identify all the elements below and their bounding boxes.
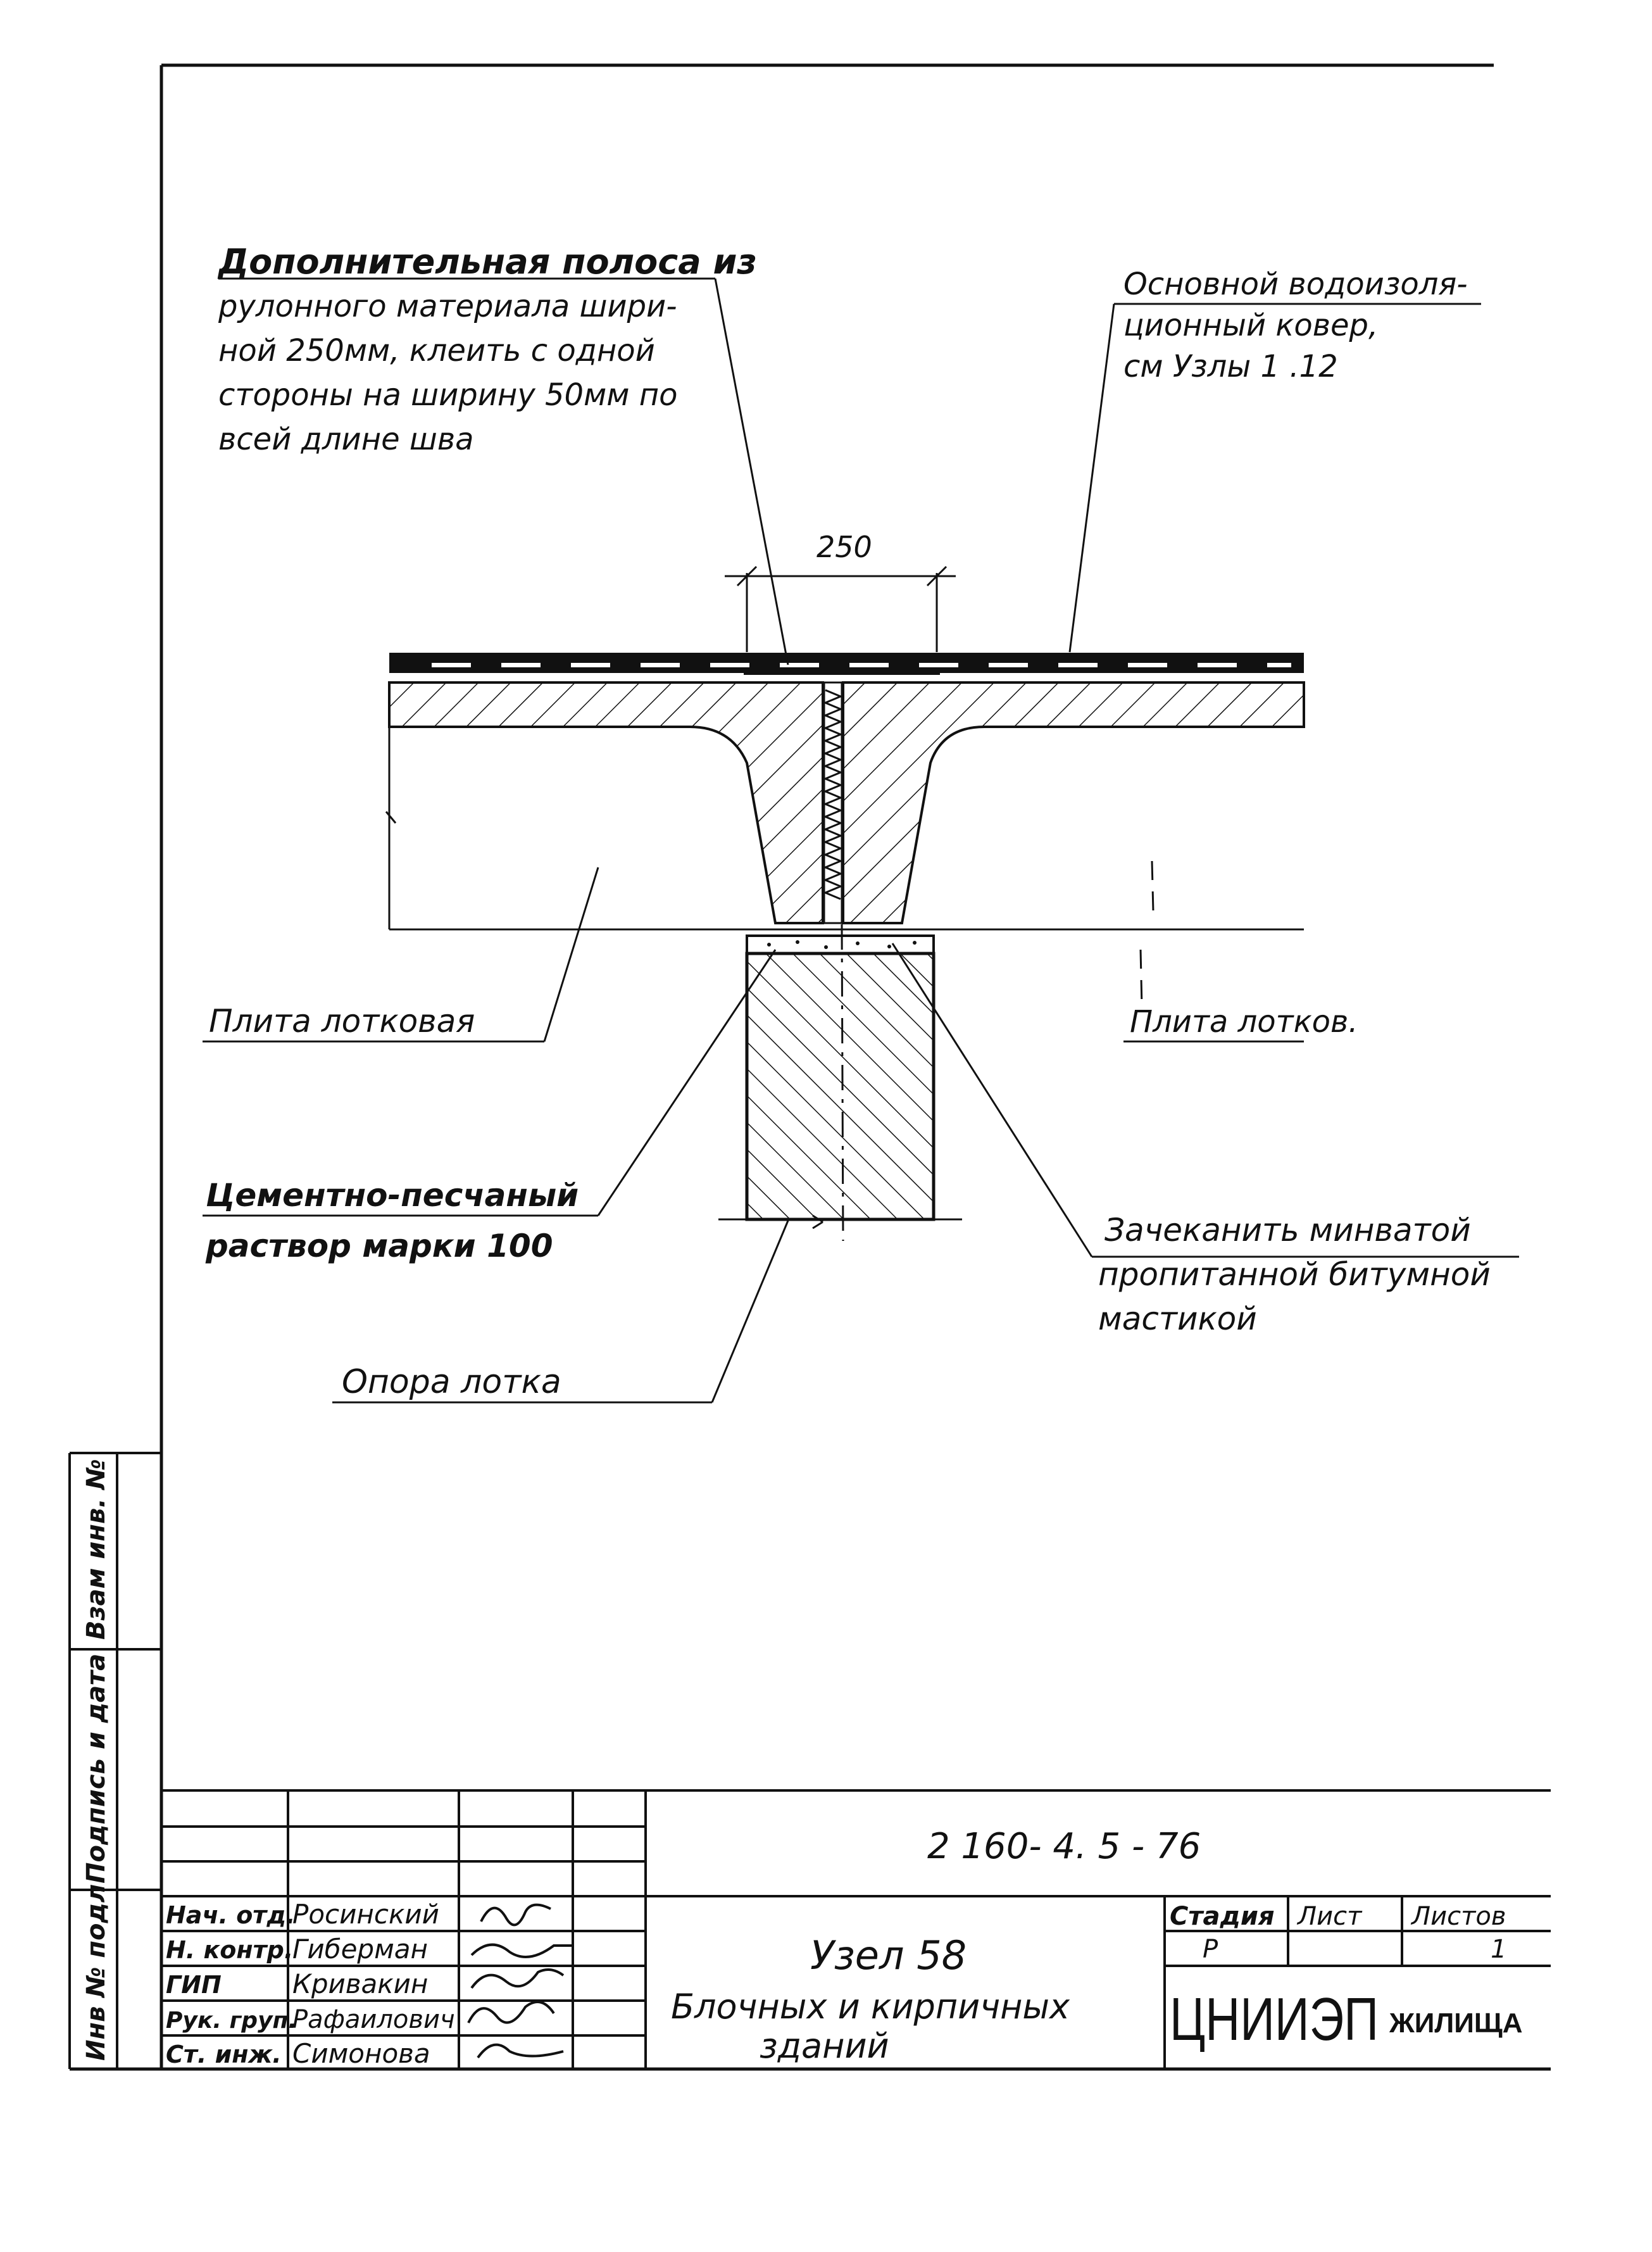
stamp-sign-date: Подпись и дата <box>82 1654 111 1884</box>
org-logo: ЦНИИЭП <box>1170 1985 1379 2053</box>
callout-extra-strip: Дополнительная полоса из рулонного матер… <box>217 242 789 665</box>
main-carpet-line-1: Основной водоизоля- <box>1123 267 1468 302</box>
caulk-line-3: мастикой <box>1098 1300 1257 1337</box>
role-4: Ст. инж. <box>166 2041 282 2068</box>
extra-strip-line-3: ной 250мм, клеить с одной <box>218 333 655 368</box>
extra-strip-line-2: рулонного материала шири- <box>218 289 677 324</box>
title-line-3: зданий <box>760 2026 889 2066</box>
extra-strip-line-5: всей длине шва <box>218 422 474 457</box>
callout-caulk: Зачеканить минватой пропитанной битумной… <box>891 943 1519 1337</box>
org-suffix: ЖИЛИЩА <box>1389 2008 1523 2039</box>
slab-underside <box>385 728 1304 1007</box>
main-carpet-line-3: см Узлы 1 .12 <box>1123 349 1338 384</box>
sheets-value: 1 <box>1491 1935 1506 1964</box>
callout-main-carpet: Основной водоизоля- ционный ковер, см Уз… <box>1068 267 1481 653</box>
mortar-bed <box>746 934 935 955</box>
callout-slab-left: Плита лотковая <box>203 867 599 1043</box>
stamp-inv-replace: Взам инв. № <box>82 1459 111 1640</box>
sheet-header: Лист <box>1296 1902 1363 1931</box>
dimension-250 <box>725 565 956 652</box>
signatures <box>467 1903 573 2059</box>
title-block-grid <box>161 1789 1551 2069</box>
waterproofing-carpet <box>389 653 1304 675</box>
role-3: Рук. груп. <box>166 2008 297 2034</box>
side-stamp <box>68 1452 161 2069</box>
title-line-1: Узел 58 <box>810 1932 967 1978</box>
doc-number: 2 160- 4. 5 - 76 <box>927 1826 1201 1867</box>
joint-mineral-wool <box>823 681 843 924</box>
name-0: Росинский <box>292 1899 439 1930</box>
drawing-frame <box>70 63 1551 2071</box>
callout-slab-right: Плита лотков. <box>1123 1004 1358 1043</box>
caulk-line-1: Зачеканить минватой <box>1104 1212 1471 1249</box>
mortar-line-1: Цементно-песчаный <box>206 1177 579 1214</box>
name-4: Симонова <box>292 2038 430 2069</box>
caulk-line-2: пропитанной битумной <box>1098 1256 1491 1293</box>
sheets-header: Листов <box>1410 1902 1506 1931</box>
name-1: Гиберман <box>292 1934 428 1965</box>
name-3: Рафаилович <box>292 2005 455 2034</box>
slab-right <box>842 681 1305 924</box>
main-carpet-line-2: ционный ковер, <box>1123 308 1378 343</box>
mortar-line-2: раствор марки 100 <box>205 1228 553 1264</box>
slab-right-label: Плита лотков. <box>1130 1004 1358 1040</box>
title-line-2: Блочных и кирпичных <box>671 1987 1070 2027</box>
slab-left-label: Плита лотковая <box>209 1003 475 1040</box>
stage-value: Р <box>1203 1935 1218 1964</box>
tray-support <box>718 924 962 1242</box>
extra-strip-line-1: Дополнительная полоса из <box>217 242 757 282</box>
callout-mortar: Цементно-песчаный раствор марки 100 <box>203 949 777 1264</box>
extra-strip-line-4: стороны на ширину 50мм по <box>218 377 677 413</box>
slab-left <box>388 681 824 924</box>
stage-header: Стадия <box>1170 1902 1275 1931</box>
role-1: Н. контр. <box>166 1936 293 1964</box>
dimension-label: 250 <box>817 530 872 564</box>
stamp-inv-orig: Инв № подл <box>82 1884 111 2061</box>
role-2: ГИП <box>166 1971 222 1999</box>
role-0: Нач. отд. <box>166 1901 295 1929</box>
support-label: Опора лотка <box>342 1363 561 1401</box>
callout-support: Опора лотка <box>332 1220 789 1404</box>
name-2: Кривакин <box>292 1968 428 1999</box>
